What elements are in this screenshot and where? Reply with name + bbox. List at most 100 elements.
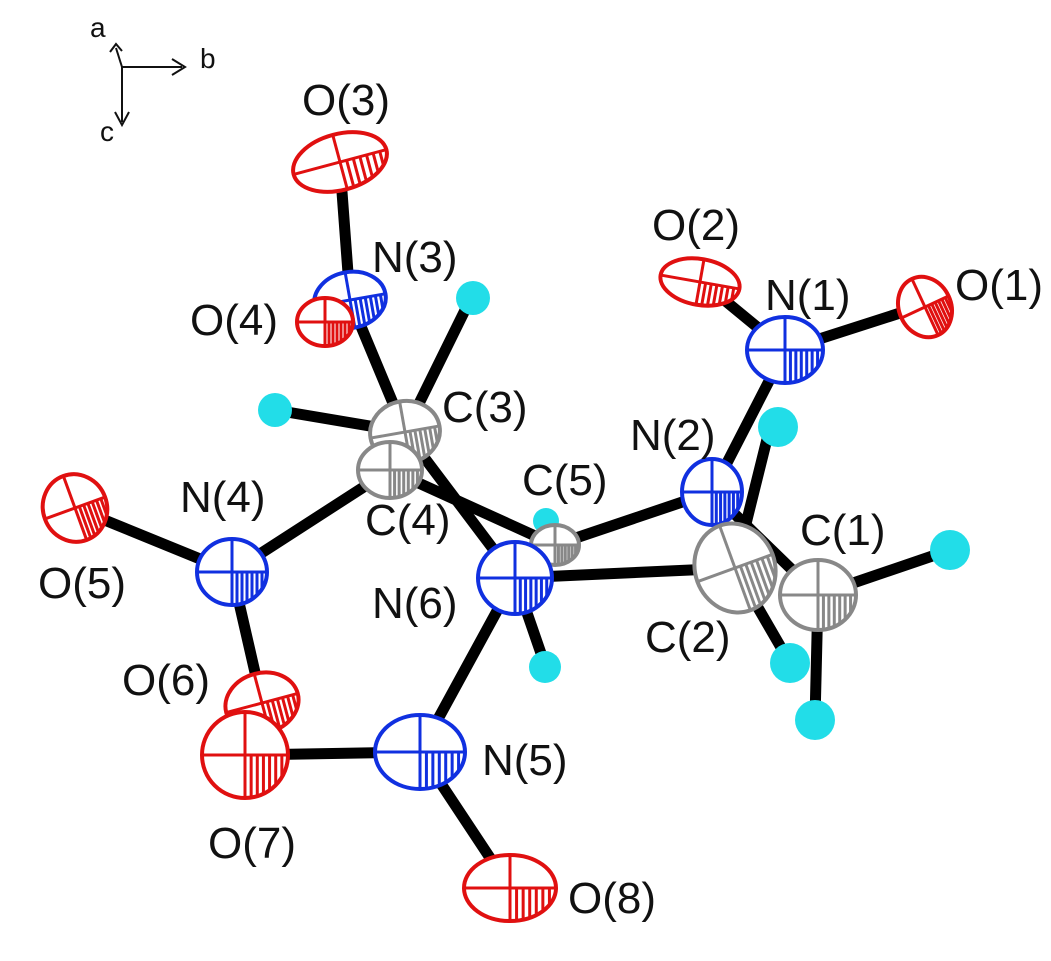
atom-hatch-line [99, 498, 109, 516]
axis-b-arrow [171, 58, 187, 76]
label-n4: N(4) [180, 473, 266, 522]
atoms [40, 130, 954, 923]
atom-hatch-line [286, 695, 295, 717]
atom-n2 [680, 457, 744, 527]
hydrogen-atom [770, 643, 810, 683]
atom-hatch-line [378, 294, 385, 310]
atom-hatch-line [275, 698, 286, 726]
atom-o7 [200, 710, 290, 800]
atom-hatch-line [351, 158, 362, 185]
atom-axis-line [331, 134, 349, 190]
atom-axis-line [61, 475, 89, 541]
label-o5: O(5) [38, 559, 126, 608]
axis-triad [109, 42, 187, 128]
axis-a-line [115, 47, 123, 68]
atom-hatch-line [749, 561, 767, 601]
atom-hatch-line [270, 699, 282, 729]
atom-hatch-line [358, 156, 368, 182]
hydrogen-atom [758, 407, 798, 447]
axis-label-c: c [100, 116, 114, 147]
axis-a-arrow [109, 42, 123, 53]
atom-hatch-line [358, 297, 367, 325]
atom-o2 [658, 256, 742, 308]
atom-hatch-line [717, 285, 724, 305]
label-o7: O(7) [208, 819, 296, 868]
atom-hatch-line [423, 428, 431, 454]
label-o2: O(2) [652, 201, 740, 250]
atom-labels: O(1) O(2) N(1) N(2) C(1) C(2) O(3) N(3) … [38, 76, 1043, 923]
atom-hatch-line [930, 303, 946, 332]
atom-hatch-line [433, 426, 439, 443]
atom-n6 [476, 540, 554, 616]
hydrogen-atom [456, 281, 490, 315]
atom-n4 [195, 537, 269, 607]
atom-hatch-line [291, 694, 299, 711]
atom-axis-line [910, 278, 940, 336]
hydrogen-atom [930, 530, 970, 570]
label-c1: C(1) [800, 506, 886, 555]
atom-hatch-line [353, 298, 362, 327]
label-o4: O(4) [190, 296, 278, 345]
label-c3: C(3) [442, 383, 528, 432]
atom-hatch-line [86, 502, 100, 533]
label-o3: O(3) [302, 76, 390, 125]
axis-c-arrow [114, 111, 130, 128]
axis-label-a: a [90, 12, 106, 43]
atom-n1 [745, 315, 825, 385]
atom-o4 [295, 296, 355, 348]
label-c2: C(2) [645, 613, 731, 662]
atom-axis-line [718, 525, 752, 611]
atom-o1 [896, 274, 954, 340]
label-c5: C(5) [522, 456, 608, 505]
atom-hatch-line [927, 304, 943, 334]
atom-hatch-line [933, 301, 949, 329]
atom-hatch-line [700, 282, 708, 306]
label-n2: N(2) [630, 411, 716, 460]
label-o6: O(6) [122, 656, 210, 705]
atom-hatch-line [755, 559, 771, 596]
atom-hatch-line [943, 296, 954, 313]
label-n5: N(5) [482, 736, 568, 785]
atom-hatch-line [90, 501, 104, 529]
atom-hatch-line [760, 557, 775, 589]
atom-hatch-line [365, 154, 374, 178]
hydrogen-atom [529, 651, 561, 683]
atom-hatch-line [730, 287, 736, 300]
atom-hatch-line [940, 298, 953, 320]
label-n6: N(6) [372, 579, 458, 628]
hydrogen-atom [795, 700, 835, 740]
atom-hatch-line [82, 504, 97, 537]
atom-hatch-line [95, 499, 107, 524]
atom-hatch-line [77, 505, 93, 539]
atom-o5 [40, 472, 110, 544]
label-o8: O(8) [568, 874, 656, 923]
label-n3: N(3) [372, 233, 458, 282]
atom-hatch-line [345, 159, 356, 188]
atom-n5 [373, 713, 467, 791]
axis-label-b: b [200, 43, 216, 74]
atom-axis-line [694, 259, 706, 305]
atom-hatch-line [371, 152, 380, 173]
atom-hatch-line [723, 286, 730, 304]
atom-hatch-line [744, 563, 762, 606]
label-n1: N(1) [765, 271, 851, 320]
hydrogen-atom [258, 393, 292, 427]
atom-hatch-line [378, 150, 385, 166]
atom-o8 [462, 853, 558, 923]
atom-hatch-line [937, 300, 951, 325]
atom-hatch-line [738, 565, 758, 609]
atom-o3 [291, 130, 389, 194]
atom-hatch-line [373, 295, 381, 316]
atom-hatch-line [280, 697, 291, 722]
atom-c1 [778, 558, 858, 632]
label-o1: O(1) [955, 261, 1043, 310]
label-c4: C(4) [365, 496, 451, 545]
atom-hatch-line [368, 296, 376, 320]
atom-c2 [692, 521, 778, 615]
hydrogens [258, 281, 970, 740]
atom-hatch-line [418, 429, 427, 458]
atom-hatch-line [428, 427, 435, 450]
atom-hatch-line [765, 555, 777, 579]
atom-c4 [356, 440, 424, 500]
